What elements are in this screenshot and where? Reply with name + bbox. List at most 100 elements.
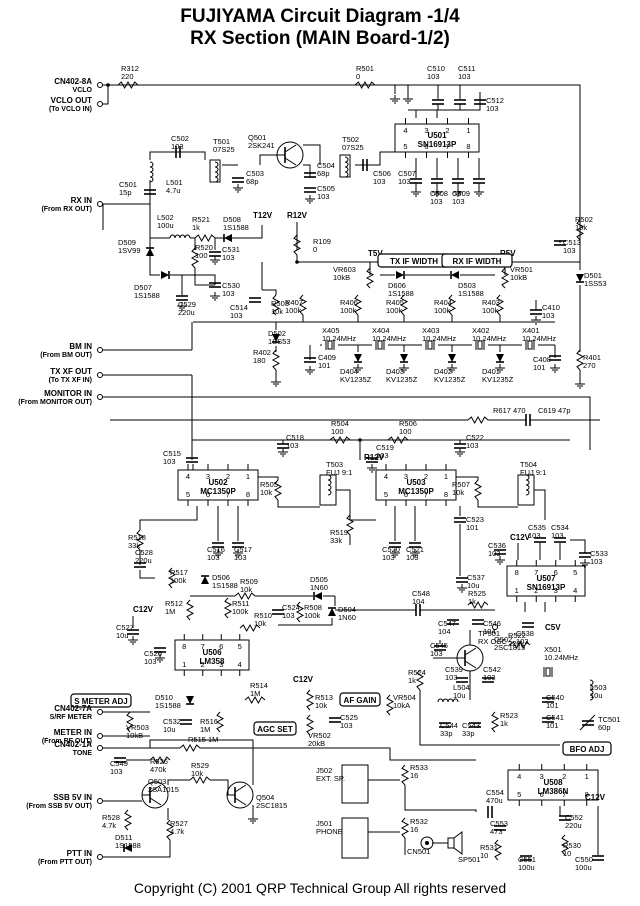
- value-r403: 100k: [482, 306, 499, 315]
- ic-pin-number: 6: [554, 568, 558, 577]
- ref-c547: C547: [438, 619, 456, 628]
- ref-r515: R515 1M: [188, 735, 218, 744]
- inductor-t501c: [214, 161, 219, 183]
- value-c410: 103: [542, 311, 555, 320]
- diode-body: [224, 234, 232, 242]
- ref-c533: C533: [590, 549, 608, 558]
- ref-r502: R502: [575, 215, 593, 224]
- capacitor-c508: [452, 178, 464, 184]
- ic-pin-number: 8: [444, 490, 448, 499]
- ground-symbol: [495, 556, 505, 565]
- value-c551: 100u: [518, 863, 535, 872]
- capacitor-c408: [549, 355, 561, 361]
- value-d506: 1S1588: [212, 581, 238, 590]
- ref-r532: R532: [410, 817, 428, 826]
- boxed-label-frame: [562, 741, 612, 756]
- value-d504: 1N60: [338, 613, 356, 622]
- value-r530: 10: [563, 849, 571, 858]
- jack-j502: [341, 764, 369, 804]
- boxed-label-rx-if-width: RX IF WIDTH: [441, 253, 513, 268]
- capacitor-c523: [454, 517, 466, 523]
- capacitor-c540: [542, 697, 554, 703]
- trimmer-tc501: [579, 714, 596, 731]
- value-vr502: 20kB: [308, 739, 325, 748]
- ic-pin-number: 4: [573, 586, 577, 595]
- ref-t504: T504: [520, 460, 537, 469]
- diode-d506: [201, 575, 209, 584]
- resistor-r530: [560, 834, 570, 856]
- wiring: [97, 82, 600, 860]
- ref-d502: D502: [268, 329, 286, 338]
- connector-cn402-8a: CN402-8A: [54, 77, 92, 86]
- ic-pin-number: 7: [445, 142, 449, 151]
- connector-rx-in-sub: (From RX OUT): [41, 206, 92, 213]
- ground-symbol: [278, 448, 288, 457]
- value-c546: 104: [483, 627, 496, 636]
- ic-pin-number: 8: [515, 568, 519, 577]
- ground-symbol: [305, 366, 315, 375]
- ref-x404: X404: [372, 326, 390, 335]
- capacitor-c506b: [362, 159, 368, 171]
- resistor-r504: [329, 435, 351, 445]
- ic-pin-number: 5: [186, 490, 190, 499]
- value-r508: 100k: [304, 611, 321, 620]
- value-d404: KV1235Z: [340, 375, 372, 384]
- ref-c507: C507: [398, 169, 416, 178]
- ground-symbol: [305, 195, 315, 204]
- value-d510: 1S1588: [155, 701, 181, 710]
- transistor-lead: [149, 797, 162, 806]
- crystal-x405: [325, 340, 335, 350]
- connector-ssb5v-in-sub: (From SSB 5V OUT): [26, 803, 92, 810]
- value-r503: 10k: [271, 307, 283, 316]
- value-c525: 103: [340, 721, 353, 730]
- capacitor-c531: [209, 251, 221, 257]
- ref-c503: C503: [246, 169, 264, 178]
- crystal-body: [545, 667, 551, 677]
- value-tp501: RX OSC: [478, 637, 507, 646]
- value-r531: 10: [480, 851, 488, 860]
- ref-r406: R406: [340, 298, 358, 307]
- value-c409: 101: [318, 361, 331, 370]
- capacitor-c526: [154, 647, 166, 653]
- ic-pin-number: 7: [201, 642, 205, 651]
- transistor-lead: [284, 144, 297, 153]
- ic-part: MC1350P: [398, 487, 434, 496]
- ref-r509: R509: [240, 577, 258, 586]
- resistor-r522: [509, 640, 531, 650]
- value-r312: 220: [121, 72, 134, 81]
- resistor-r533: [400, 764, 410, 786]
- value-d509: 1SV99: [118, 246, 141, 255]
- crystal-x402: [475, 340, 485, 350]
- wire: [194, 268, 215, 286]
- capacitor-c554: [487, 806, 493, 818]
- ref-c554: C554: [486, 788, 504, 797]
- ic-pin-number: 3: [219, 660, 223, 669]
- ref-r504: R504: [331, 419, 349, 428]
- crystal-body: [477, 340, 483, 350]
- ground-symbol: [271, 378, 281, 387]
- capacitor-c513: [554, 240, 566, 246]
- ground-symbol: [155, 654, 165, 663]
- value-d501: 1SS53: [584, 279, 607, 288]
- voltage-c12v-2: C12V: [133, 605, 154, 614]
- ic-body: [375, 469, 457, 501]
- resistor-r510: [239, 623, 261, 633]
- value-c553: 473: [490, 827, 503, 836]
- resistor-r503: [271, 294, 281, 316]
- ref-r533: R533: [410, 763, 428, 772]
- ic-pin-number: 5: [517, 790, 521, 799]
- ref-c515: C515: [163, 449, 181, 458]
- capacitor-c529: [176, 295, 188, 301]
- diode-body: [146, 248, 154, 256]
- wire: [404, 785, 477, 812]
- ic-body: [394, 123, 480, 153]
- resistor-r528: [123, 809, 133, 831]
- jack-j501: [341, 817, 369, 859]
- ic-ref: U506: [202, 648, 222, 657]
- boxed-label-text: TX IF WIDTH: [390, 257, 438, 266]
- value-d402: KV1235Z: [434, 375, 466, 384]
- ic-ref: U503: [406, 478, 426, 487]
- resistor-r526: [149, 755, 171, 765]
- capacitor-c530: [209, 282, 221, 288]
